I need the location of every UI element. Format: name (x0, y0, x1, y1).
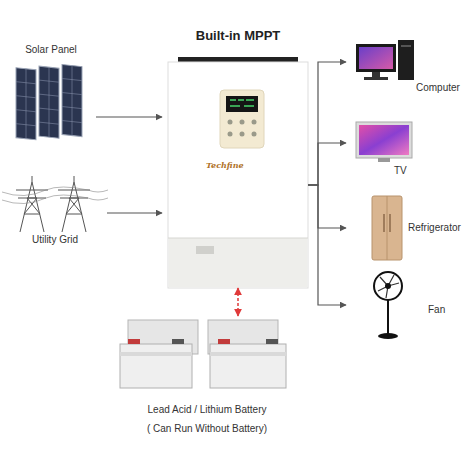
solar-panel-node: Solar Panel (8, 44, 94, 150)
power-arrow (96, 116, 162, 117)
node-label: Utility Grid (5, 234, 105, 246)
computer-node: Computer (348, 36, 472, 98)
power-arrow (308, 185, 346, 305)
fan-art (374, 272, 402, 339)
pylon-art (2, 176, 108, 232)
power-arrow (308, 62, 346, 185)
refrigerator-art (372, 196, 402, 260)
brand-logo: Techfine (206, 160, 244, 170)
node-label: ( Can Run Without Battery) (100, 423, 314, 435)
node-label: Refrigerator (408, 222, 461, 234)
utility-grid-node: Utility Grid (5, 172, 105, 250)
power-arrow (107, 212, 162, 213)
node-label: Solar Panel (8, 44, 94, 56)
tv-art (356, 122, 412, 162)
power-arrow (308, 143, 346, 185)
power-arrow (308, 185, 346, 228)
fan-node: Fan (348, 268, 472, 340)
refrigerator-node: Refrigerator (348, 192, 472, 262)
node-label: TV (394, 165, 407, 177)
inverter-node: Built-in MPPT (168, 62, 308, 288)
battery-link (237, 288, 239, 316)
solar-panel-art (16, 60, 82, 145)
node-label: Computer (416, 82, 460, 94)
battery-node: Lead Acid / Lithium Battery ( Can Run Wit… (100, 316, 314, 442)
inverter-art (168, 57, 308, 288)
battery-art (120, 320, 286, 388)
node-label: Lead Acid / Lithium Battery (100, 404, 314, 416)
computer-art (356, 40, 414, 80)
heading-text: Built-in MPPT (168, 28, 308, 44)
tv-node: TV (348, 118, 472, 180)
node-label: Fan (428, 304, 445, 316)
